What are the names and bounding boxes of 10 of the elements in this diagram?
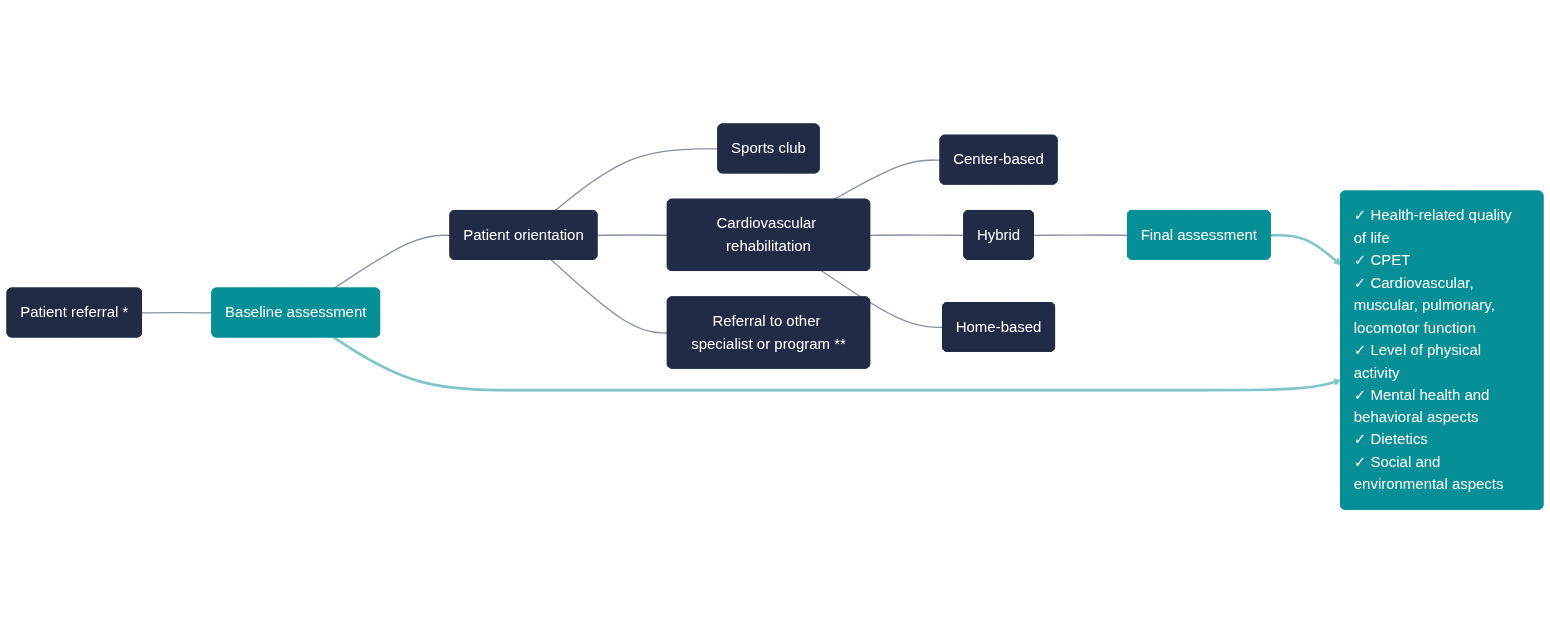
- arrow: [1270, 234, 1342, 266]
- connector: [821, 270, 944, 329]
- connector: [596, 234, 669, 237]
- connector: [1033, 234, 1129, 237]
- connector: [553, 148, 719, 212]
- connector: [832, 159, 942, 201]
- connector: [141, 312, 213, 315]
- connector: [550, 259, 669, 335]
- connector: [869, 234, 965, 237]
- arrow: [332, 336, 1342, 392]
